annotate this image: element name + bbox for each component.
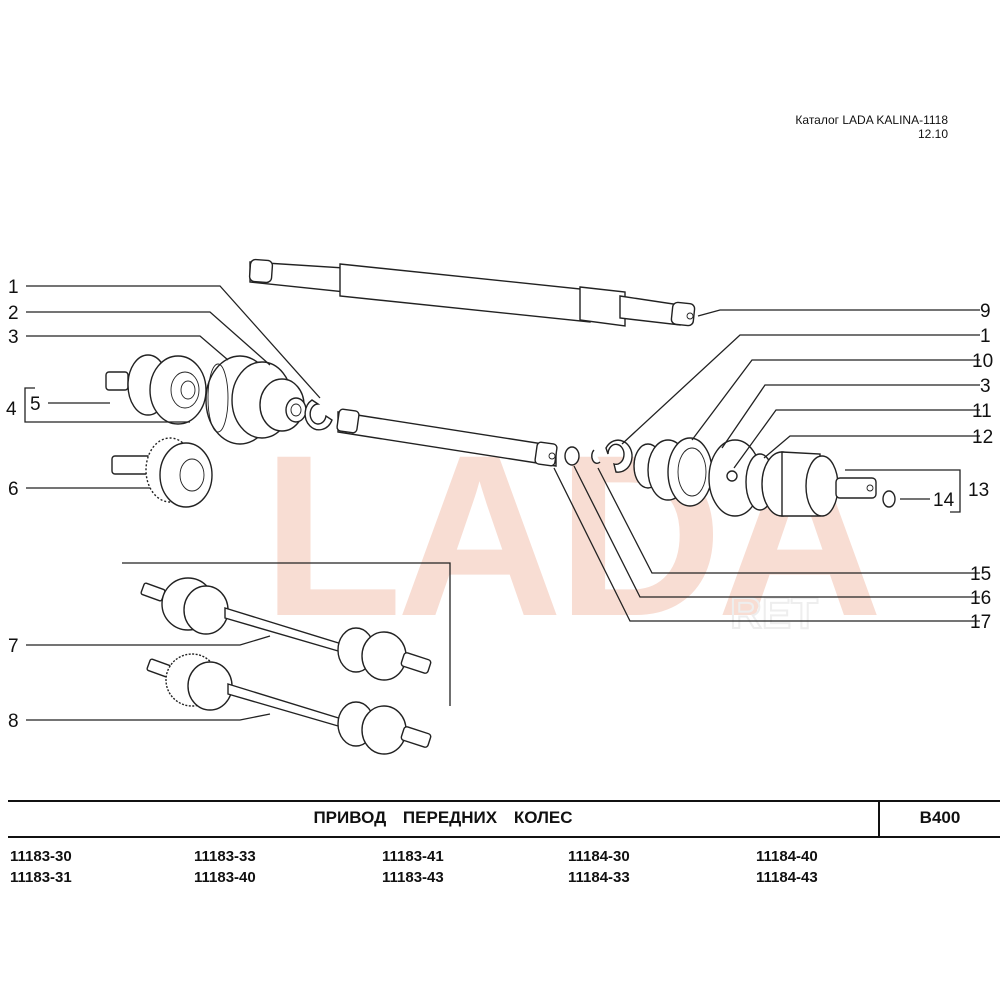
callout-13: 13	[968, 480, 989, 501]
callout-15: 15	[970, 564, 991, 585]
catalog-header: Каталог LADA KALINA-1118 12.10	[795, 113, 948, 141]
callout-3: 3	[8, 327, 19, 348]
watermark: LADA RET	[262, 407, 884, 664]
model-code: 11183-41	[382, 848, 444, 865]
callout-2: 2	[8, 303, 19, 324]
leader-lines-right	[553, 309, 980, 622]
model-code: 11184-33	[568, 869, 630, 886]
part-15-circlip	[591, 449, 601, 465]
catalog-page: 12.10	[917, 127, 948, 141]
model-code: 11183-31	[10, 869, 72, 886]
callouts-right: 9 1 10 3 11 12 13 14 15 16 17	[933, 301, 993, 633]
leader-lines-left	[24, 285, 321, 721]
callout-1-right: 1	[980, 326, 991, 347]
callout-17: 17	[970, 612, 991, 633]
callout-7: 7	[8, 636, 19, 657]
model-column: 11184-40 11184-43	[756, 846, 818, 888]
part-6-outer-cv-joint-abs	[111, 437, 213, 508]
part-8-drive-assembly	[146, 653, 432, 755]
callout-16: 16	[970, 588, 991, 609]
drive-shaft	[336, 408, 558, 467]
group-bracket-7-8	[122, 562, 451, 706]
section-title: ПРИВОД ПЕРЕДНИХ КОЛЕС	[313, 808, 573, 827]
part-7-drive-assembly	[140, 577, 432, 681]
part-14-o-ring	[882, 490, 896, 508]
callout-10: 10	[972, 351, 993, 372]
part-9-intermediate-shaft	[248, 258, 696, 327]
model-code: 11184-30	[568, 848, 630, 865]
callout-14: 14	[933, 490, 955, 511]
model-code: 11183-43	[382, 869, 444, 886]
model-column: 11183-30 11183-31	[10, 846, 72, 888]
callout-11: 11	[972, 401, 992, 422]
callout-9: 9	[980, 301, 991, 322]
callout-3-right: 3	[980, 376, 991, 397]
part-13-inner-cv-joint	[761, 451, 877, 517]
model-code: 11184-40	[756, 848, 818, 865]
part-5-outer-cv-joint	[105, 354, 207, 425]
model-code: 11183-33	[194, 848, 256, 865]
callout-6: 6	[8, 479, 19, 500]
callout-1: 1	[8, 277, 19, 298]
title-divider	[878, 802, 880, 836]
callout-12: 12	[972, 427, 993, 448]
callout-8: 8	[8, 711, 19, 732]
model-code: 11184-43	[756, 869, 818, 886]
section-code: B400	[919, 808, 961, 827]
exploded-parts-diagram: LADA RET	[6, 258, 993, 755]
title-block: ПРИВОД ПЕРЕДНИХ КОЛЕС B400	[8, 800, 1000, 838]
part-16-washer	[564, 446, 580, 466]
callout-4: 4	[6, 399, 17, 420]
part-1-retaining-ring	[304, 399, 333, 431]
model-column: 11183-33 11183-40	[194, 846, 256, 888]
catalog-title: Каталог LADA KALINA-1118	[795, 113, 948, 127]
callout-5: 5	[30, 394, 41, 415]
part-1-retaining-ring-right	[605, 439, 633, 473]
model-column: 11184-30 11184-33	[568, 846, 630, 888]
model-column: 11183-41 11183-43	[382, 846, 444, 888]
callouts-left: 1 2 3 4 5 6 7 8	[6, 277, 41, 732]
model-code: 11183-40	[194, 869, 256, 886]
part-2-boot-outer	[205, 355, 307, 445]
model-code: 11183-30	[10, 848, 72, 865]
